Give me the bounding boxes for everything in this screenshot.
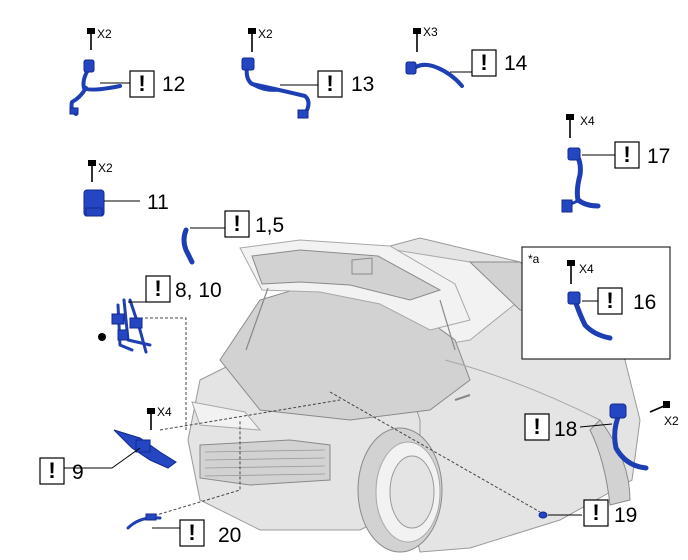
caution-icon: !: [326, 71, 333, 96]
callout-12-label: 12: [162, 73, 185, 96]
callout-8-10-label: 8, 10: [175, 279, 222, 302]
callout-9-label: 9: [72, 461, 84, 484]
caution-box: [145, 275, 171, 303]
bolt-icon: [147, 408, 155, 430]
quantity-label: X2: [98, 161, 113, 175]
caution-box: [317, 70, 343, 98]
bolt-icon: [649, 401, 670, 413]
caution-box: [39, 457, 65, 485]
quantity-label: X4: [580, 114, 595, 128]
caution-box: [614, 141, 640, 169]
quantity-label: X4: [579, 262, 594, 276]
part-12-harness: [69, 59, 122, 116]
callout-18-label: 18: [554, 418, 577, 441]
part-14-harness: [405, 61, 464, 88]
caution-box: [179, 519, 205, 547]
caution-icon: !: [188, 520, 195, 545]
caution-icon: !: [233, 211, 240, 236]
part-20-harness: [126, 513, 162, 530]
bolt-icon: [566, 114, 574, 138]
quantity-label: X3: [423, 25, 438, 39]
inset-frame: [521, 246, 671, 360]
reference-dashed-lines: [139, 317, 541, 521]
caution-icon: !: [480, 50, 487, 75]
bolt-icon: [248, 28, 256, 52]
bolt-icon: [88, 160, 96, 182]
caution-box: [524, 413, 550, 441]
nut-icon: [98, 333, 106, 341]
caution-icon: !: [592, 500, 599, 525]
caution-box: [597, 287, 623, 315]
leader-line: [579, 423, 613, 428]
quantity-label: X4: [157, 405, 172, 419]
callout-13-label: 13: [351, 73, 374, 96]
part-13-harness: [241, 57, 311, 119]
part-16-harness: [567, 291, 613, 341]
callout-20-label: 20: [218, 524, 241, 547]
caution-icon: !: [48, 458, 55, 483]
caution-box: [471, 49, 497, 77]
part-18-harness: [609, 403, 649, 471]
callout-16-label: 16: [633, 291, 656, 314]
callout-1-5-label: 1,5: [255, 214, 284, 237]
caution-box: [129, 70, 155, 98]
quantity-label: X2: [258, 27, 273, 41]
bolt-icon: [87, 28, 95, 50]
caution-icon: !: [533, 414, 540, 439]
part-1-5-hose: [181, 227, 195, 265]
bolt-icon: [413, 28, 421, 52]
caution-icon: !: [606, 288, 613, 313]
bolt-icon: [567, 260, 575, 284]
caution-icon: !: [154, 276, 161, 301]
part-19-clip: [538, 511, 548, 519]
caution-icon: !: [623, 142, 630, 167]
callout-11-label: 11: [147, 191, 169, 214]
quantity-label: X2: [664, 414, 679, 428]
caution-box: [583, 499, 609, 527]
part-17-harness: [561, 147, 601, 213]
caution-box: [224, 210, 250, 238]
callout-19-label: 19: [614, 504, 637, 527]
part-11-connector: [83, 189, 105, 217]
inset-tag: *a: [528, 252, 540, 266]
caution-icon: !: [138, 71, 145, 96]
quantity-label: X2: [97, 27, 112, 41]
callout-17-label: 17: [647, 145, 670, 168]
part-8-10-harness: [111, 298, 152, 354]
part-9-bracket: [113, 429, 177, 469]
callout-14-label: 14: [504, 52, 528, 75]
leader-line: [64, 447, 141, 469]
